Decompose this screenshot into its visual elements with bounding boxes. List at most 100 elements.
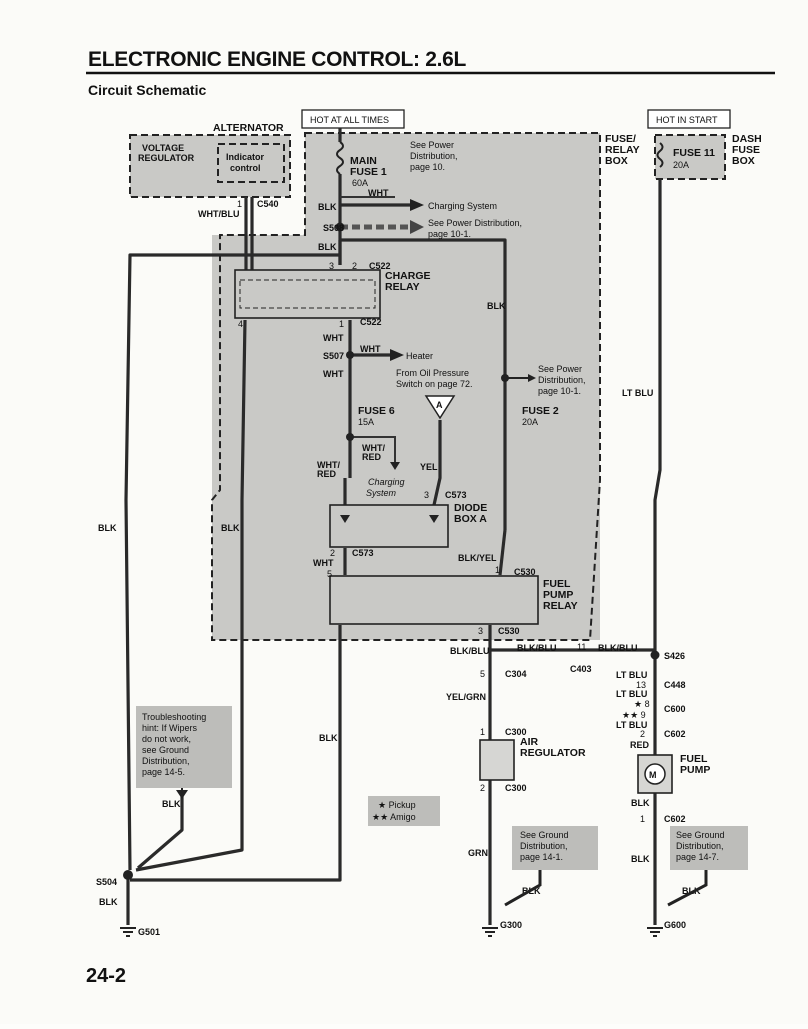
wire-wht-4: WHT (323, 369, 344, 379)
charging-system-italic-2: System (366, 488, 397, 498)
pin-8-c600: ★ 8 (634, 699, 650, 709)
hot-in-start-label: HOT IN START (656, 115, 718, 125)
pin-2-c300: 2 (480, 783, 485, 793)
dashed-boundaries (129, 132, 726, 641)
diode-box-label-2: BOX A (454, 513, 487, 525)
c403-label: C403 (570, 664, 592, 674)
wire-blk-fp2: BLK (631, 854, 650, 864)
motor-icon-letter: M (649, 770, 657, 780)
pin-5-c304: 5 (480, 669, 485, 679)
c448-label: C448 (664, 680, 686, 690)
alternator-label: ALTERNATOR (213, 122, 284, 134)
oil-pressure-ref-2: Switch on page 72. (396, 379, 473, 389)
pin-1-c602: 1 (640, 814, 645, 824)
power-ref-10-line-3: page 10. (410, 162, 445, 172)
wire-blk-blu-2: BLK/BLU (517, 643, 557, 653)
fuse-6-rating: 15A (358, 417, 374, 427)
power-ref-10-1-right-3: page 10-1. (538, 386, 581, 396)
charging-system-ref: Charging System (428, 201, 497, 211)
g600-label: G600 (664, 920, 686, 930)
wire-wht-red-2a: WHT/ (317, 460, 340, 470)
wire-blk-left: BLK (98, 523, 117, 533)
hot-in-start-box (647, 109, 731, 129)
ground-14-1-note-box (512, 826, 598, 870)
hot-at-all-times-box (301, 109, 405, 129)
diode-1-icon (340, 515, 350, 523)
connector-a-symbol (424, 395, 456, 420)
oil-pressure-ref-1: From Oil Pressure (396, 368, 469, 378)
c522-top-label: C522 (369, 261, 391, 271)
ground-g600-icon (647, 927, 663, 937)
voltage-regulator-label-1: VOLTAGE (142, 143, 184, 153)
diode-box-label-1: DIODE (454, 502, 487, 514)
pin-2-c573: 2 (330, 548, 335, 558)
power-ref-10-1-top-line-1: See Power Distribution, (428, 218, 522, 228)
wire-wht-2: WHT (323, 333, 344, 343)
ground-14-7-note-box (670, 826, 748, 870)
fuse-11-label: FUSE 11 (673, 147, 715, 159)
diode-2-icon (429, 515, 439, 523)
c600-label: C600 (664, 704, 686, 714)
charge-relay-inner (239, 279, 376, 309)
wire-blk-yel: BLK/YEL (458, 553, 497, 563)
troubleshooting-line-1: Troubleshooting (142, 712, 206, 722)
s507-label: S507 (323, 351, 344, 361)
air-regulator-symbol (479, 739, 515, 781)
page-subtitle: Circuit Schematic (88, 82, 206, 98)
indicator-control-label-1: Indicator (226, 152, 265, 162)
pin-1-c300: 1 (480, 727, 485, 737)
wire-blk-2: BLK (318, 242, 337, 252)
wires (124, 128, 662, 925)
connector-a-label: A (436, 400, 443, 410)
ground-g300-icon (482, 927, 498, 937)
dash-fuse-box-label-2: FUSE (732, 144, 760, 156)
wire-lt-blu-3: LT BLU (616, 689, 647, 699)
power-ref-10-1-right-1: See Power (538, 364, 582, 374)
wire-grn: GRN (468, 848, 488, 858)
pin-1-c540: 1 (237, 199, 242, 209)
wire-wht-red-1a: WHT/ (362, 443, 385, 453)
motor-icon (644, 763, 666, 785)
wire-blk-1: BLK (318, 202, 337, 212)
g300-label: G300 (500, 920, 522, 930)
s504-label: S504 (96, 877, 117, 887)
ground-symbols (120, 927, 663, 937)
c540-label: C540 (257, 199, 279, 209)
main-fuse-rating: 60A (352, 178, 368, 188)
pin-2-c602: 2 (640, 729, 645, 739)
wire-blk-blu-3: BLK/BLU (598, 643, 638, 653)
c300-bottom-label: C300 (505, 783, 527, 793)
main-fuse-label-1: MAIN (350, 155, 377, 167)
pin-5-fpr: 5 (327, 569, 332, 579)
troubleshooting-line-4: see Ground (142, 745, 189, 755)
main-fuse-symbol (336, 141, 344, 175)
wire-blk-fp1: BLK (631, 798, 650, 808)
wire-wht-1: WHT (368, 188, 389, 198)
ground-14-7-line-2: Distribution, (676, 841, 724, 851)
fuel-pump-relay-label-1: FUEL (543, 578, 571, 590)
wire-lt-blu-2: LT BLU (616, 670, 647, 680)
air-regulator-label-2: REGULATOR (520, 747, 586, 759)
page-number: 24-2 (86, 965, 126, 987)
pin-numbers: 1 3 2 4 1 3 2 5 1 3 11 5 13 ★ 8 ★★ 9 2 1… (237, 199, 650, 824)
wire-wht-3: WHT (360, 344, 381, 354)
wire-wht-blu: WHT/BLU (198, 209, 240, 219)
legend-box (368, 796, 440, 826)
ground-14-1-line-1: See Ground (520, 830, 569, 840)
troubleshooting-arrowhead (176, 790, 188, 799)
s426-label: S426 (664, 651, 685, 661)
fuse-11-rating: 20A (673, 160, 689, 170)
c573-bottom-label: C573 (352, 548, 374, 558)
ground-14-7-pointer (667, 870, 708, 907)
wire-blk-s504: BLK (99, 897, 118, 907)
troubleshooting-line-5: Distribution, (142, 756, 190, 766)
fuse-6-label: FUSE 6 (358, 405, 395, 417)
air-regulator-label-1: AIR (520, 736, 539, 748)
wire-yel: YEL (420, 462, 438, 472)
pin-3-c573: 3 (424, 490, 429, 500)
troubleshooting-line-3: do not work, (142, 734, 191, 744)
c530-top-label: C530 (514, 567, 536, 577)
c602-bottom-label: C602 (664, 814, 686, 824)
splice-nodes (123, 222, 660, 880)
fuel-pump-label-2: PUMP (680, 764, 710, 776)
